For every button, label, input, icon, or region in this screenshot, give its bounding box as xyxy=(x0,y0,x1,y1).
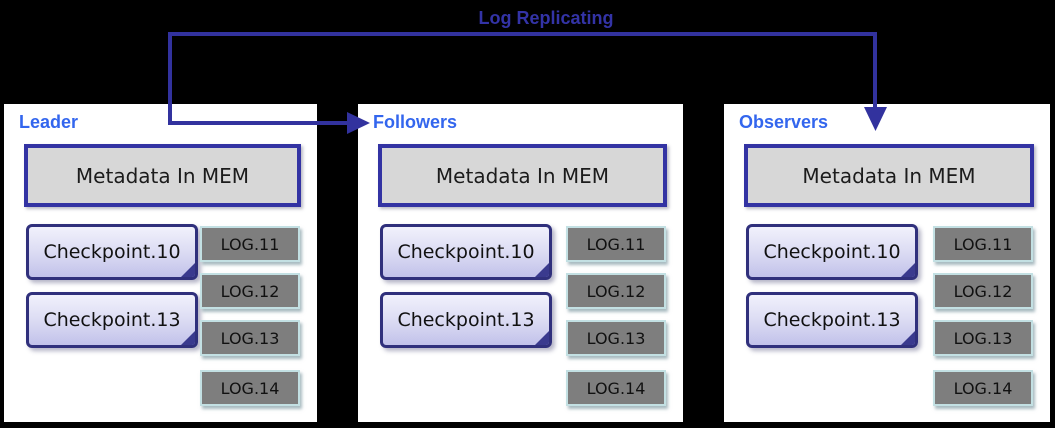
checkpoint-13-label: Checkpoint.13 xyxy=(43,309,181,331)
log-14-box: LOG.14 xyxy=(200,370,300,406)
log-11-label: LOG.11 xyxy=(220,234,280,254)
log-11-box: LOG.11 xyxy=(200,226,300,262)
log-11-label: LOG.11 xyxy=(953,234,1013,254)
panel-leader: Leader Metadata In MEM Checkpoint.10 Che… xyxy=(4,104,317,422)
log-13-box: LOG.13 xyxy=(566,320,666,356)
log-12-label: LOG.12 xyxy=(586,281,646,301)
panel-observers-title: Observers xyxy=(739,112,829,132)
log-13-box: LOG.13 xyxy=(933,320,1033,356)
checkpoint-10-note: Checkpoint.10 xyxy=(380,224,552,280)
log-11-label: LOG.11 xyxy=(586,234,646,254)
log-replicating-label: Log Replicating xyxy=(478,8,614,28)
checkpoint-10-label: Checkpoint.10 xyxy=(397,241,535,263)
checkpoint-13-note: Checkpoint.13 xyxy=(746,292,918,348)
log-14-box: LOG.14 xyxy=(933,370,1033,406)
log-14-label: LOG.14 xyxy=(586,378,646,398)
metadata-in-mem-label: Metadata In MEM xyxy=(435,163,610,188)
panel-followers: Followers Metadata In MEM Checkpoint.10 … xyxy=(358,104,683,422)
metadata-in-mem-box: Metadata In MEM xyxy=(24,144,301,207)
log-11-box: LOG.11 xyxy=(566,226,666,262)
panel-leader-title: Leader xyxy=(19,112,79,132)
log-12-box: LOG.12 xyxy=(933,273,1033,309)
log-12-box: LOG.12 xyxy=(200,273,300,309)
panel-followers-title: Followers xyxy=(373,112,458,132)
metadata-in-mem-label: Metadata In MEM xyxy=(802,163,976,188)
log-11-box: LOG.11 xyxy=(933,226,1033,262)
fold-corner-icon xyxy=(181,331,195,345)
checkpoint-10-note: Checkpoint.10 xyxy=(26,224,198,280)
checkpoint-10-note: Checkpoint.10 xyxy=(746,224,918,280)
log-13-label: LOG.13 xyxy=(586,328,646,348)
checkpoint-13-note: Checkpoint.13 xyxy=(26,292,198,348)
checkpoint-13-label: Checkpoint.13 xyxy=(763,309,901,331)
fold-corner-icon xyxy=(535,263,549,277)
log-12-label: LOG.12 xyxy=(220,281,280,301)
log-13-label: LOG.13 xyxy=(220,328,280,348)
log-14-box: LOG.14 xyxy=(566,370,666,406)
fold-corner-icon xyxy=(901,263,915,277)
log-14-label: LOG.14 xyxy=(953,378,1013,398)
fold-corner-icon xyxy=(901,331,915,345)
log-13-label: LOG.13 xyxy=(953,328,1013,348)
metadata-in-mem-label: Metadata In MEM xyxy=(75,163,250,188)
panel-observers: Observers Metadata In MEM Checkpoint.10 … xyxy=(724,104,1050,422)
checkpoint-13-label: Checkpoint.13 xyxy=(397,309,535,331)
metadata-in-mem-box: Metadata In MEM xyxy=(744,144,1034,207)
log-13-box: LOG.13 xyxy=(200,320,300,356)
checkpoint-10-label: Checkpoint.10 xyxy=(763,241,901,263)
checkpoint-13-note: Checkpoint.13 xyxy=(380,292,552,348)
log-12-label: LOG.12 xyxy=(953,281,1013,301)
metadata-in-mem-box: Metadata In MEM xyxy=(378,144,667,207)
checkpoint-10-label: Checkpoint.10 xyxy=(43,241,181,263)
fold-corner-icon xyxy=(181,263,195,277)
fold-corner-icon xyxy=(535,331,549,345)
log-12-box: LOG.12 xyxy=(566,273,666,309)
log-14-label: LOG.14 xyxy=(220,378,280,398)
